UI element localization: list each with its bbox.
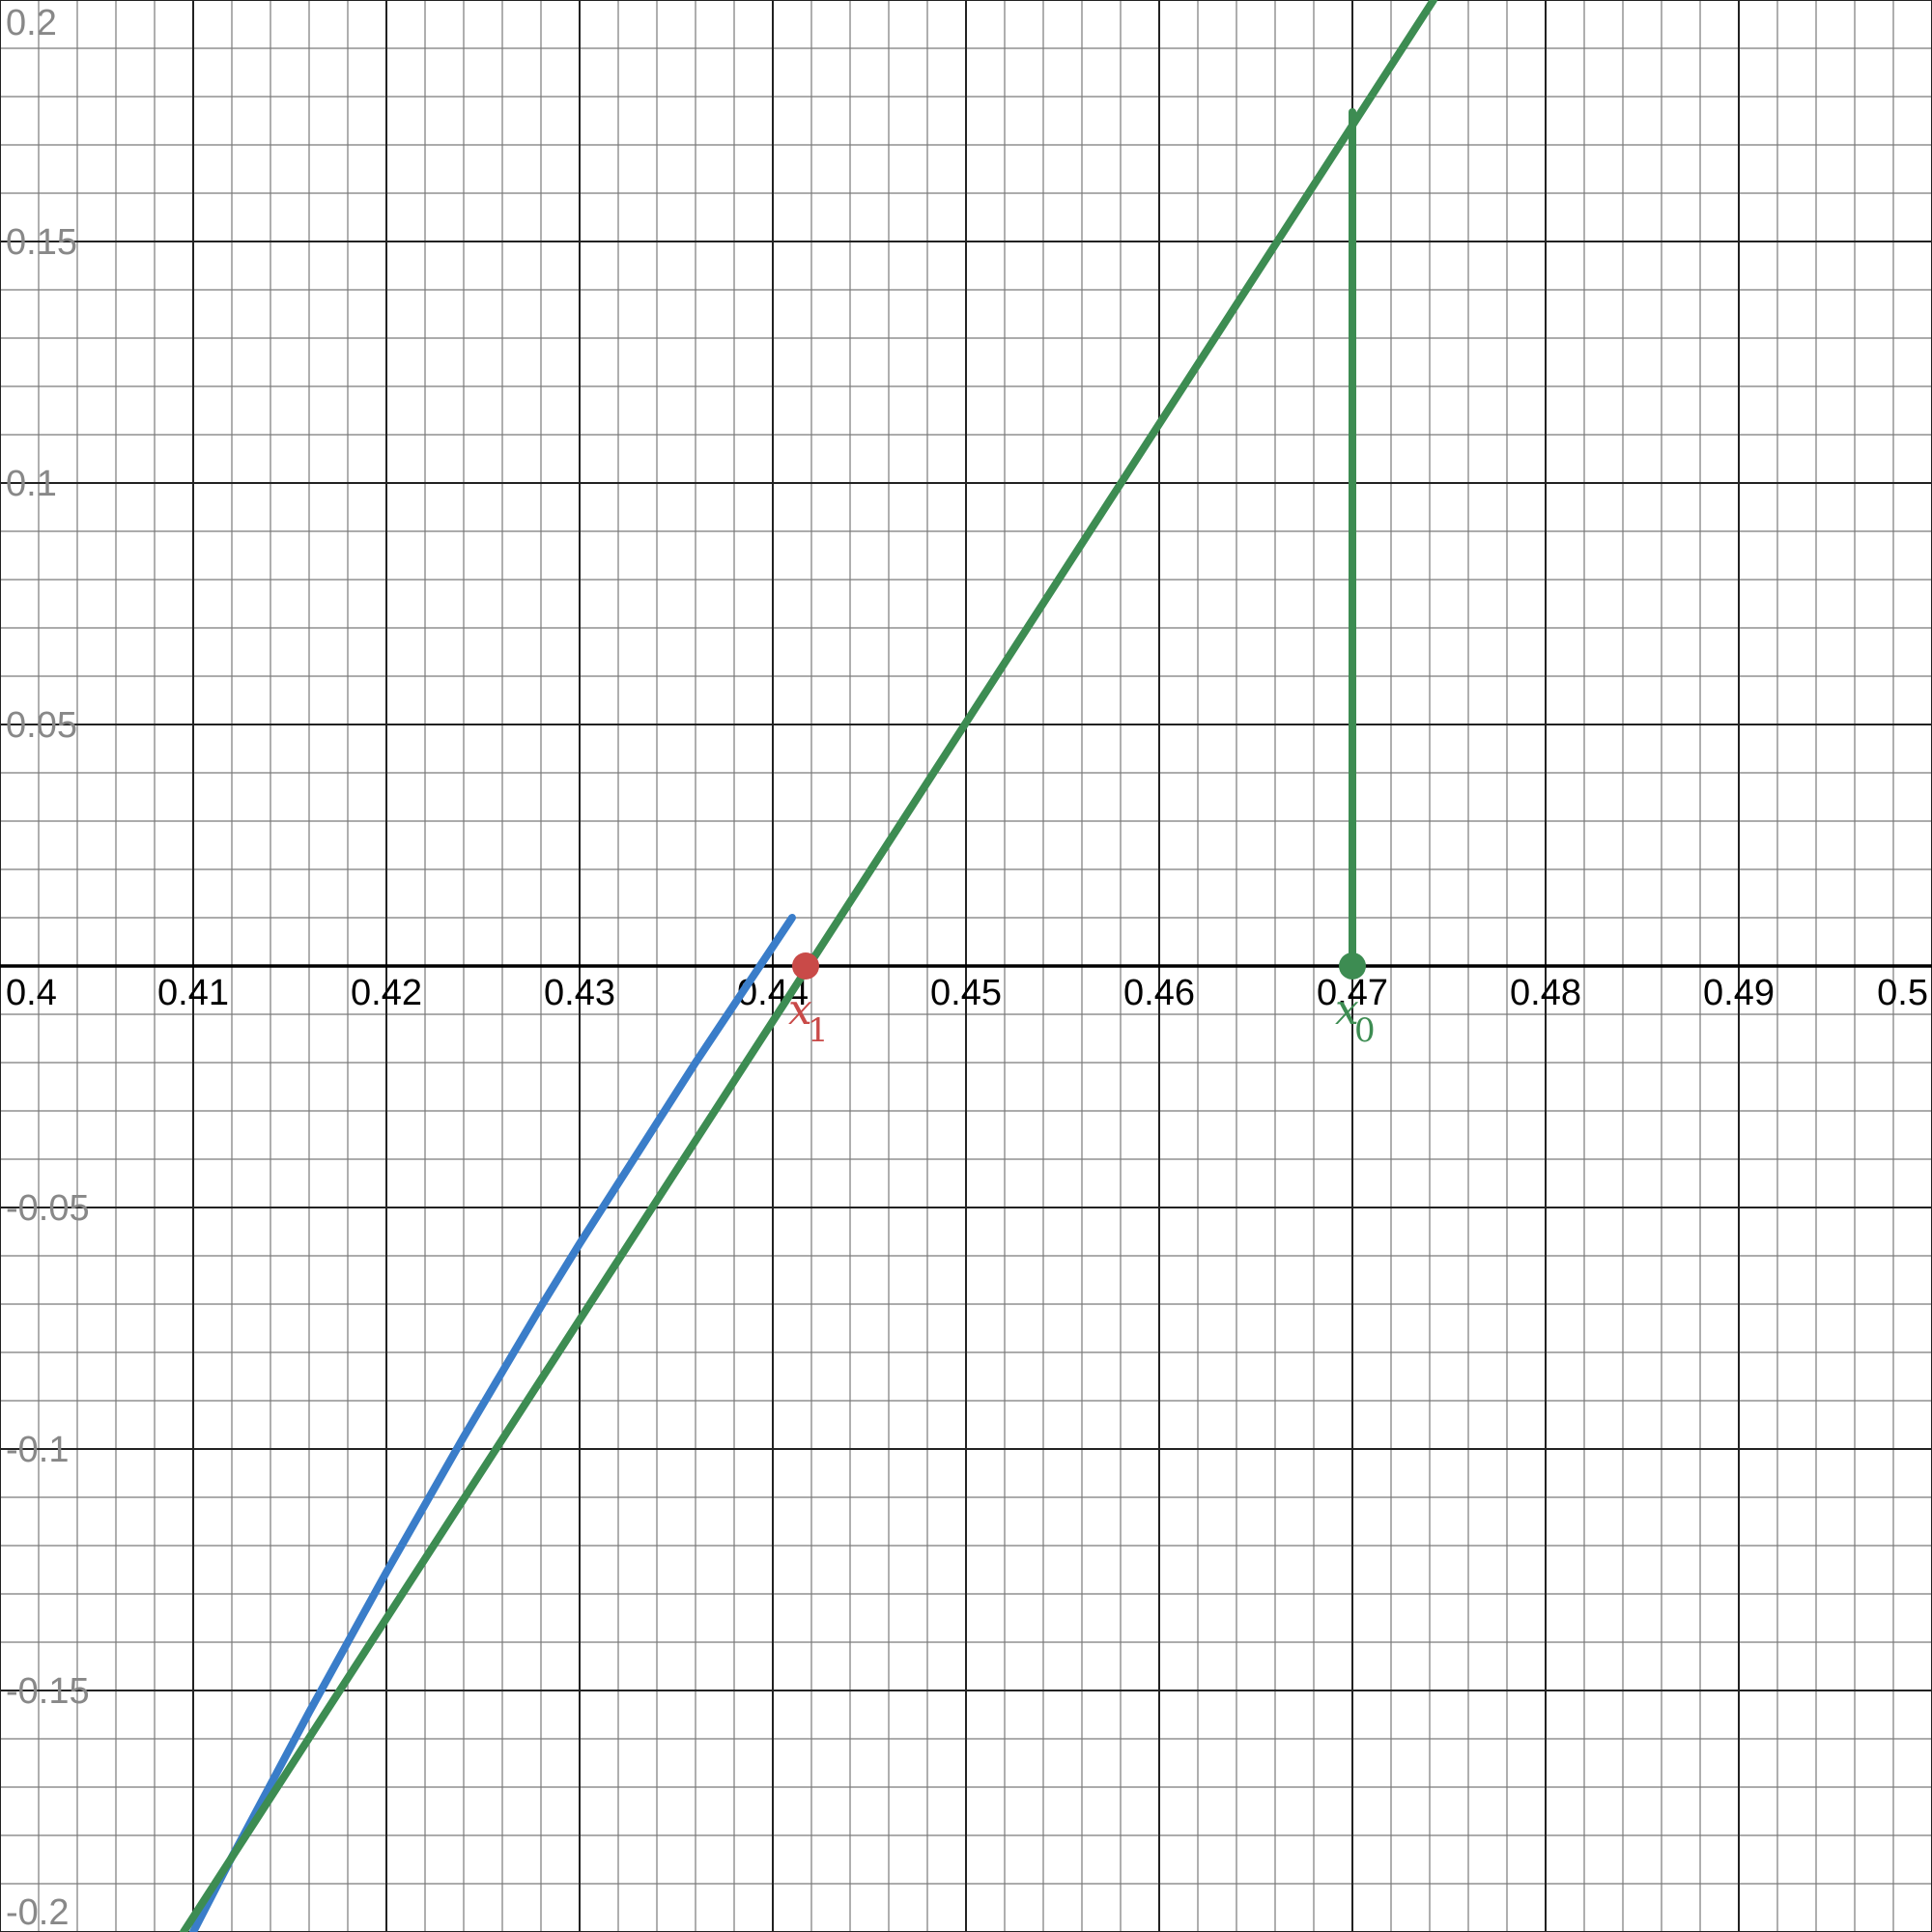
y-tick-label: -0.05 <box>6 1188 90 1229</box>
y-tick-label: 0.15 <box>6 222 77 263</box>
y-tick-label: -0.2 <box>6 1892 69 1932</box>
x-tick-label: 0.41 <box>157 973 229 1013</box>
x-tick-label: 0.5 <box>1877 973 1928 1013</box>
function-curve <box>189 914 796 1932</box>
point-x0[interactable] <box>1339 952 1366 980</box>
y-tick-label: 0.05 <box>6 705 77 746</box>
y-tick-label: 0.2 <box>6 3 57 43</box>
x-tick-label: 0.45 <box>930 973 1002 1013</box>
y-tick-label: 0.1 <box>6 464 57 504</box>
point-x1[interactable] <box>792 952 819 980</box>
y-tick-label: -0.1 <box>6 1430 69 1470</box>
x-tick-label: 0.43 <box>544 973 615 1013</box>
x-tick-label: 0.49 <box>1703 973 1775 1013</box>
point-subscript-x1: 1 <box>808 1011 829 1050</box>
point-label-x1: x <box>788 985 812 1035</box>
y-tick-label: -0.15 <box>6 1671 90 1712</box>
x-tick-label: 0.48 <box>1510 973 1581 1013</box>
point-label-x0: x <box>1335 985 1359 1035</box>
point-subscript-x0: 0 <box>1354 1011 1376 1050</box>
x-tick-label: 0.46 <box>1123 973 1195 1013</box>
x-tick-label: 0.4 <box>6 973 57 1013</box>
x-tick-label: 0.42 <box>351 973 422 1013</box>
